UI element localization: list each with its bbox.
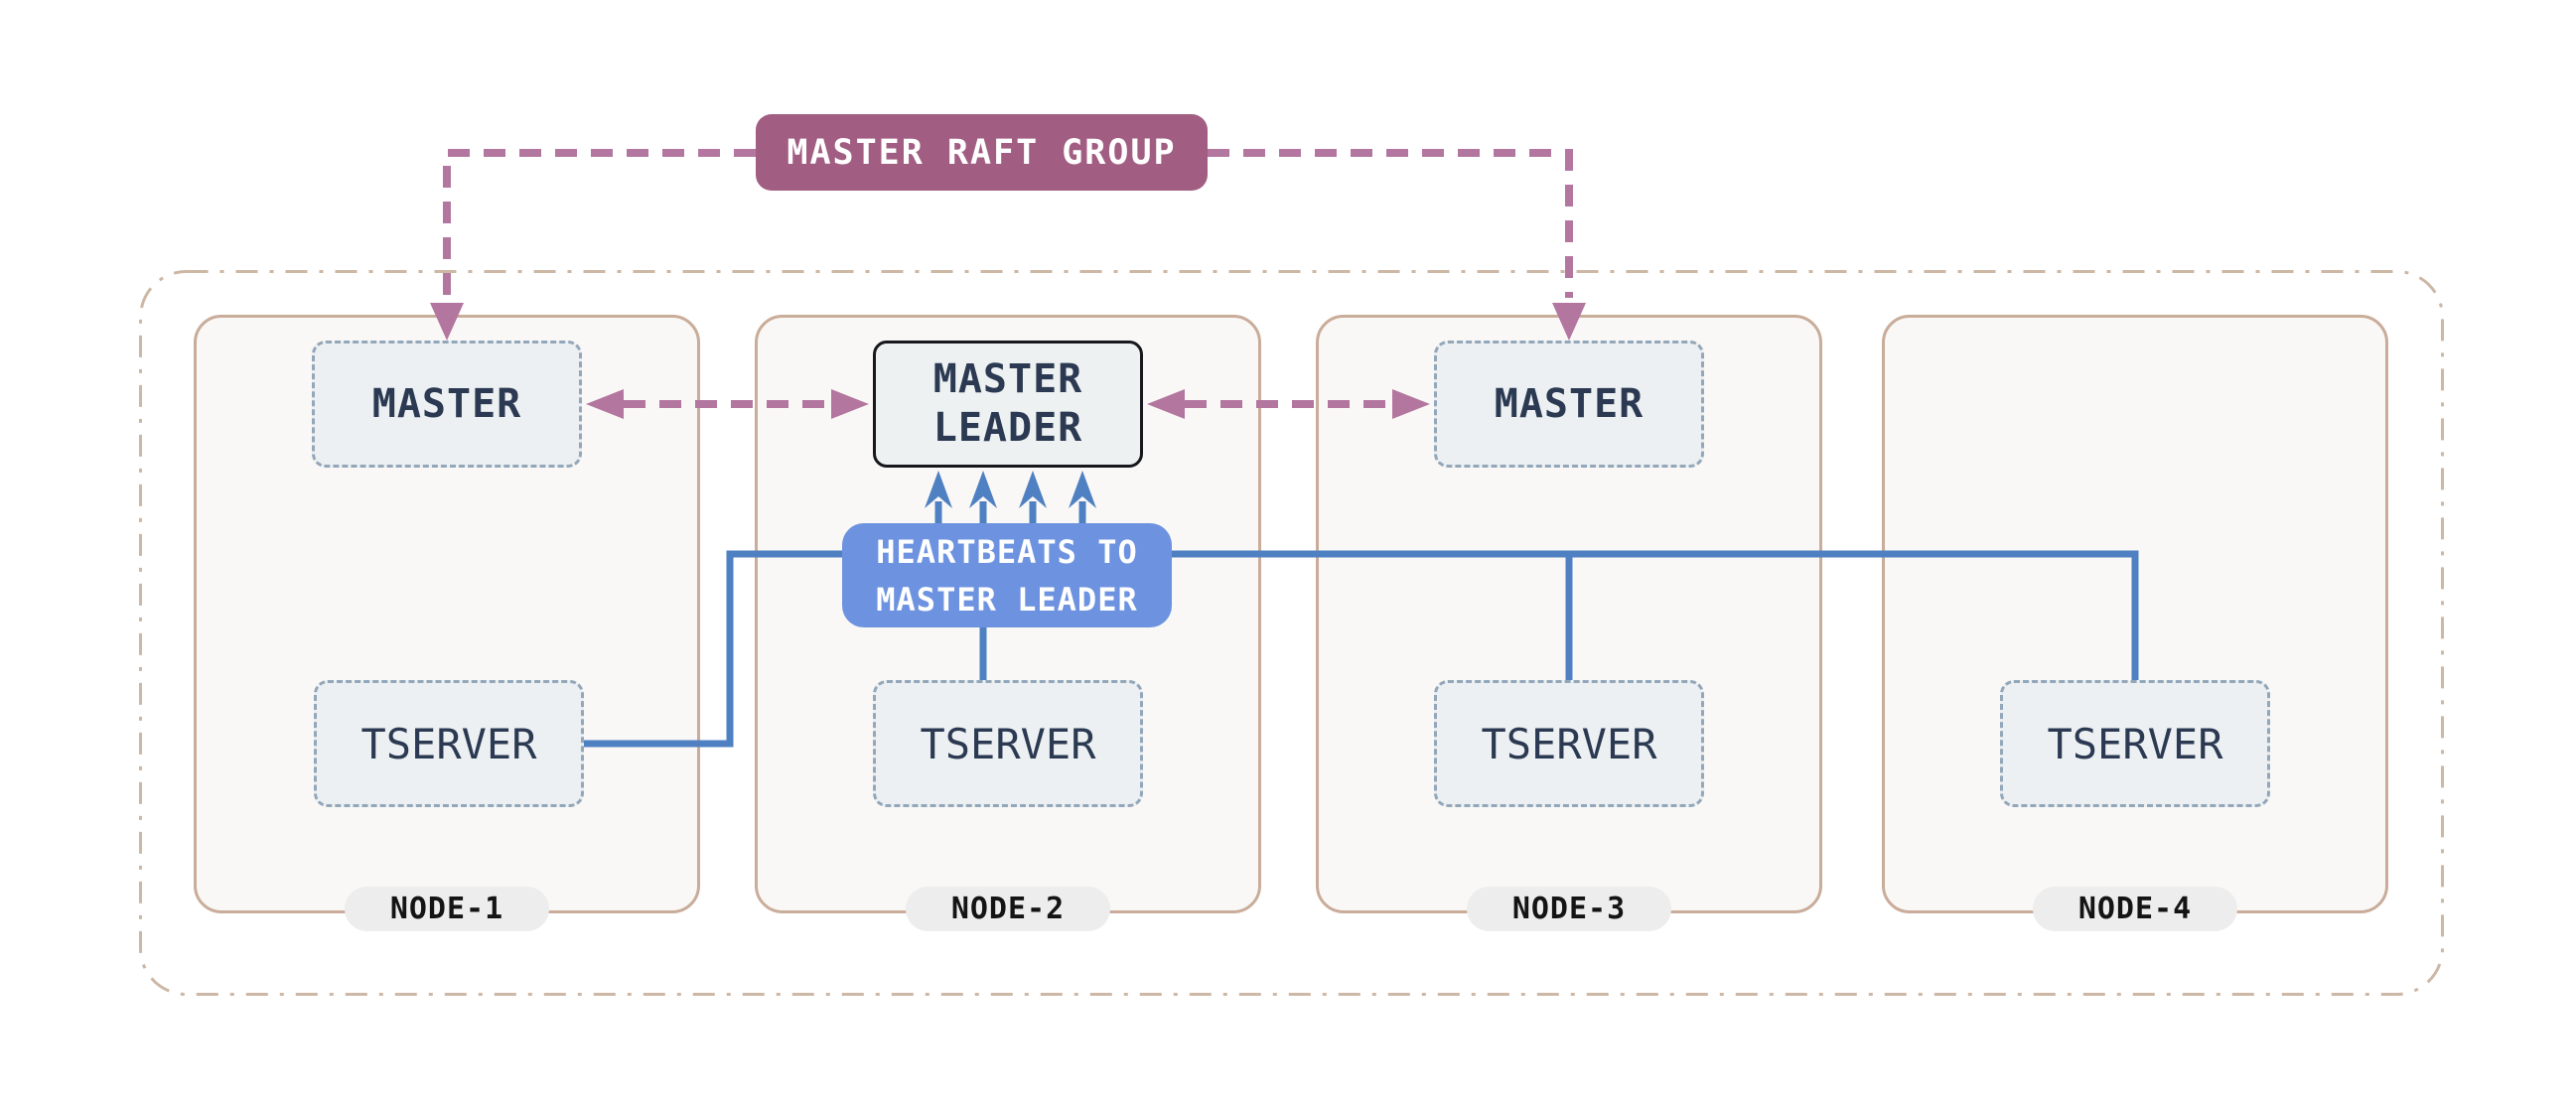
master-leader-label-line1: MASTER xyxy=(932,356,1083,403)
node-4-tserver-box: TSERVER xyxy=(2000,680,2270,807)
heartbeats-label-line1: HEARTBEATS TO xyxy=(876,532,1138,571)
node-2-tserver-box: TSERVER xyxy=(873,680,1143,807)
node-1-name: NODE-1 xyxy=(389,892,504,926)
node-4-container xyxy=(1882,315,2388,913)
raft-link-to-node1-master xyxy=(443,149,756,298)
node-3-name-pill: NODE-3 xyxy=(1467,887,1671,931)
master-leader-label-line2: LEADER xyxy=(932,405,1083,451)
node-4-tserver-label: TSERVER xyxy=(2047,719,2223,768)
node-1-master-box: MASTER xyxy=(312,341,582,468)
node-4-name: NODE-4 xyxy=(2077,892,2193,926)
node-3-name: NODE-3 xyxy=(1511,892,1627,926)
node-4-name-pill: NODE-4 xyxy=(2033,887,2237,931)
master-raft-group-label: MASTER RAFT GROUP xyxy=(787,132,1177,173)
node-3-tserver-box: TSERVER xyxy=(1434,680,1704,807)
node-2-name: NODE-2 xyxy=(950,892,1066,926)
node-1-master-label: MASTER xyxy=(371,381,522,427)
node-2-tserver-label: TSERVER xyxy=(920,719,1096,768)
node-1-name-pill: NODE-1 xyxy=(345,887,549,931)
node-3-master-label: MASTER xyxy=(1494,381,1645,427)
master-raft-group-banner: MASTER RAFT GROUP xyxy=(756,114,1208,191)
raft-link-to-node3-master xyxy=(1208,149,1573,298)
node-3-tserver-label: TSERVER xyxy=(1481,719,1657,768)
node-2-master-leader-box: MASTER LEADER xyxy=(873,341,1143,468)
heartbeats-callout: HEARTBEATS TO MASTER LEADER xyxy=(842,523,1172,627)
node-1-tserver-box: TSERVER xyxy=(314,680,584,807)
node-1-tserver-label: TSERVER xyxy=(360,719,537,768)
node-3-master-box: MASTER xyxy=(1434,341,1704,468)
heartbeats-label-line2: MASTER LEADER xyxy=(876,580,1138,619)
node-2-name-pill: NODE-2 xyxy=(906,887,1110,931)
